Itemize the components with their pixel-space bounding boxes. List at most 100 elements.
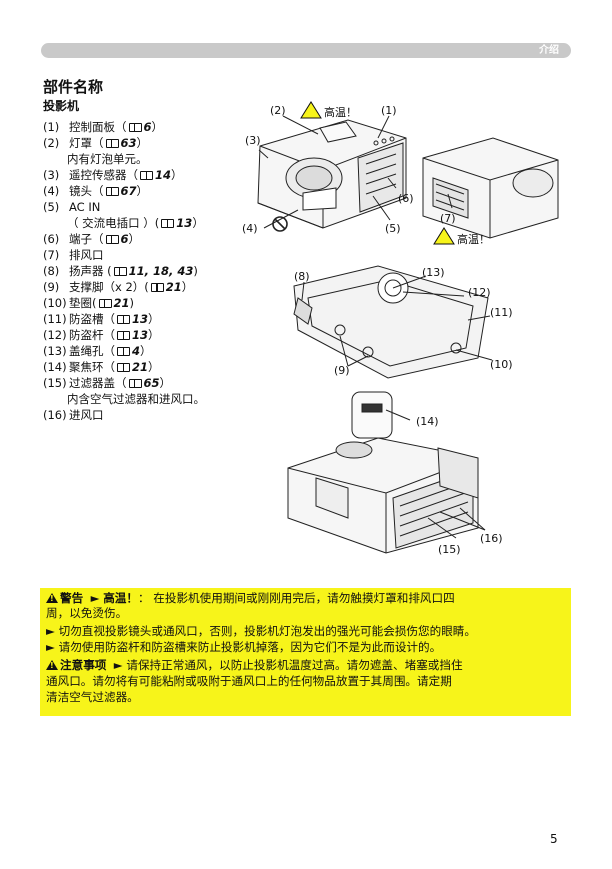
caution-line-3: 清洁空气过滤器。 xyxy=(46,690,139,704)
part-number: (2) xyxy=(43,136,60,150)
part-number: (10) xyxy=(43,296,67,310)
caution-label: 注意事项 xyxy=(60,658,107,672)
page-reference[interactable]: 14 xyxy=(155,168,172,182)
warning-arrow: ► xyxy=(90,591,100,605)
list-item: (11)防盗槽（13） xyxy=(43,311,205,327)
page-reference[interactable]: 21 xyxy=(113,296,130,310)
part-number: (4) xyxy=(43,184,60,198)
warning-line-3: ► 切勿直视投影镜头或通风口，否则，投影机灯泡发出的强光可能会损伤您的眼睛。 xyxy=(46,624,476,638)
callout-8: (8) xyxy=(294,270,310,283)
warning-hot-label: 高温！ xyxy=(103,591,138,605)
list-item: (12)防盗杆（13） xyxy=(43,327,205,343)
page-reference[interactable]: 63 xyxy=(120,136,137,150)
warning-box: 警告 ► 高温！： 在投影机使用期间或刚刚用完后，请勿触摸灯罩和排风口四 周，以… xyxy=(40,588,571,716)
manual-book-icon xyxy=(117,363,130,372)
part-number: (1) xyxy=(43,120,60,134)
list-item: 内有灯泡单元。 xyxy=(43,151,205,167)
warning-line-1-text: ： 在投影机使用期间或刚刚用完后，请勿触摸灯罩和排风口四 xyxy=(137,591,455,605)
part-number: (3) xyxy=(43,168,60,182)
part-name: 支撑脚（x 2）( xyxy=(69,280,149,294)
part-name: 控制面板（ xyxy=(69,120,127,134)
part-name: 垫圈( xyxy=(69,296,97,310)
callout-14: (14) xyxy=(416,415,439,428)
caution-line-2: 通风口。请勿将有可能粘附或吸附于通风口上的任何物品放置于其周围。请定期 xyxy=(46,674,452,688)
page-reference[interactable]: 21 xyxy=(165,280,182,294)
callout-7: (7) xyxy=(440,212,456,225)
page-reference[interactable]: 21 xyxy=(132,360,149,374)
part-number: (12) xyxy=(43,328,67,342)
page-reference[interactable]: 13 xyxy=(132,312,149,326)
callout-6: (6) xyxy=(398,192,414,205)
page-reference[interactable]: 13 xyxy=(132,328,149,342)
page-reference[interactable]: 13 xyxy=(176,216,193,230)
callout-16: (16) xyxy=(480,532,503,545)
page-reference[interactable]: 65 xyxy=(143,376,160,390)
list-item: (14)聚焦环（21） xyxy=(43,359,205,375)
manual-book-icon xyxy=(105,187,119,196)
part-name: 灯罩（ xyxy=(69,136,104,150)
list-item: (8)扬声器 (11, 18, 43) xyxy=(43,263,205,279)
part-number: (9) xyxy=(43,280,60,294)
part-tail: ） xyxy=(136,184,149,198)
manual-book-icon xyxy=(98,299,112,308)
page-title: 部件名称 xyxy=(43,78,104,96)
manual-book-icon xyxy=(117,331,130,340)
part-name: 盖绳孔（ xyxy=(69,344,115,358)
hot-warning-icon-1 xyxy=(300,101,322,119)
callout-2: (2) xyxy=(270,104,286,117)
projector-front-view xyxy=(257,119,407,229)
callout-1: (1) xyxy=(381,104,397,117)
callout-15: (15) xyxy=(438,543,461,556)
list-item: (9)支撑脚（x 2）(21） xyxy=(43,279,205,295)
part-number: (7) xyxy=(43,248,60,262)
warning-line-1: 警告 ► 高温！： 在投影机使用期间或刚刚用完后，请勿触摸灯罩和排风口四 xyxy=(46,591,566,606)
part-tail: ） xyxy=(148,312,160,326)
part-tail: ） xyxy=(159,376,172,390)
list-item: (15)过滤器盖（ 65） xyxy=(43,375,205,391)
list-item: (13)盖绳孔（4） xyxy=(43,343,205,359)
section-label: 介绍 xyxy=(539,45,559,56)
focus-ring-detail xyxy=(351,391,393,439)
page-reference[interactable]: 11, 18, 43 xyxy=(128,264,194,278)
part-number: (6) xyxy=(43,232,60,246)
list-item: (3)遥控传感器（14） xyxy=(43,167,205,183)
callout-11: (11) xyxy=(490,306,513,319)
manual-book-icon xyxy=(113,267,127,276)
manual-book-icon xyxy=(105,235,119,244)
part-name: AC IN xyxy=(69,200,101,214)
list-item: (1) 控制面板（ 6） xyxy=(43,119,205,135)
part-number: (14) xyxy=(43,360,67,374)
part-name: 扬声器 ( xyxy=(69,264,112,278)
hot-label-side: 高温！ xyxy=(457,232,490,246)
page-subtitle: 投影机 xyxy=(43,99,80,113)
caution-line-1: 注意事项 ► 请保持正常通风，以防止投影机温度过高。请勿遮盖、堵塞或挡住 xyxy=(46,658,566,673)
page-reference[interactable]: 67 xyxy=(120,184,137,198)
part-tail: ） xyxy=(151,120,164,134)
part-note: 内有灯泡单元。 xyxy=(67,152,148,166)
list-item: (10)垫圈(21) xyxy=(43,295,205,311)
list-item: (4)镜头（67） xyxy=(43,183,205,199)
callout-13: (13) xyxy=(422,266,445,279)
part-tail: ） xyxy=(148,328,160,342)
part-tail: ） xyxy=(128,232,141,246)
page-reference[interactable]: 6 xyxy=(120,232,129,246)
part-name: 过滤器盖（ xyxy=(69,376,127,390)
warning-label: 警告 xyxy=(60,591,84,605)
part-name: 排风口 xyxy=(69,248,104,262)
part-number: (15) xyxy=(43,376,67,390)
callout-4: (4) xyxy=(242,222,258,235)
caution-line-1-text: ► 请保持正常通风，以防止投影机温度过高。请勿遮盖、堵塞或挡住 xyxy=(113,658,463,672)
part-name: 聚焦环（ xyxy=(69,360,115,374)
hot-warning-icon-2 xyxy=(433,227,455,245)
caution-triangle-icon xyxy=(46,660,58,670)
part-note: （ 交流电插口 ）( xyxy=(67,216,160,230)
part-tail: ） xyxy=(171,168,183,182)
parts-list: (1)控制面板（6）(2)灯罩（63）内有灯泡单元。(3)遥控传感器（14）(4… xyxy=(43,119,205,423)
manual-book-icon xyxy=(128,123,142,132)
page-reference[interactable]: 4 xyxy=(132,344,141,358)
warning-triangle-icon xyxy=(46,593,58,603)
page-reference[interactable]: 6 xyxy=(143,120,152,134)
projector-figure: 高温！ 高温！ (2) (1) (3) (4) (5) (6) (7) (8) … xyxy=(242,101,559,556)
list-item: 内含空气过滤器和进风口。 xyxy=(43,391,205,407)
manual-book-icon xyxy=(150,283,164,292)
